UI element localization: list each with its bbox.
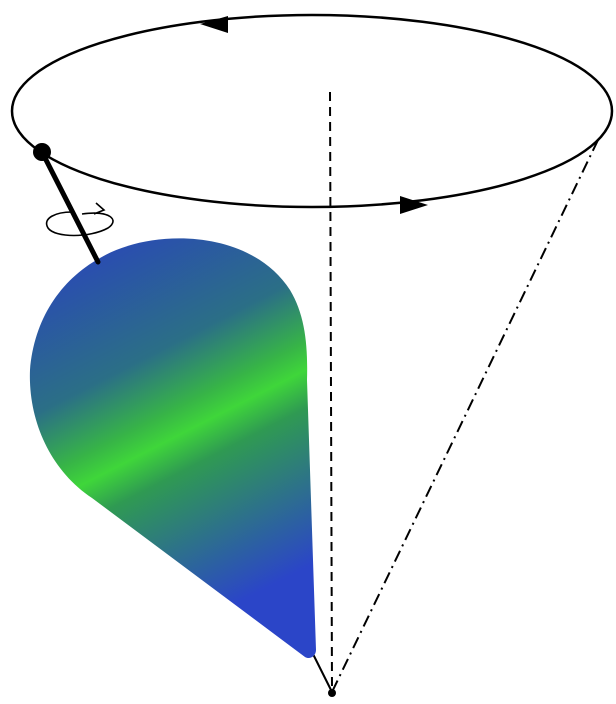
spin-rotation-loop-arrow (45, 202, 114, 237)
spin-axis-rod (39, 149, 101, 265)
orbit-direction-arrow-back (200, 16, 228, 33)
cone-edge-dash-dot-line (331, 139, 599, 693)
orbit-direction-arrow-front (400, 196, 428, 214)
spin-axis-tip-dot (33, 143, 51, 161)
vertical-axis-dashed-line (329, 91, 333, 693)
pivot-point-dot (328, 689, 336, 697)
pivot-connector-line (311, 651, 333, 693)
spinning-top-body (29, 238, 317, 659)
precession-orbit-ellipse (10, 13, 614, 209)
